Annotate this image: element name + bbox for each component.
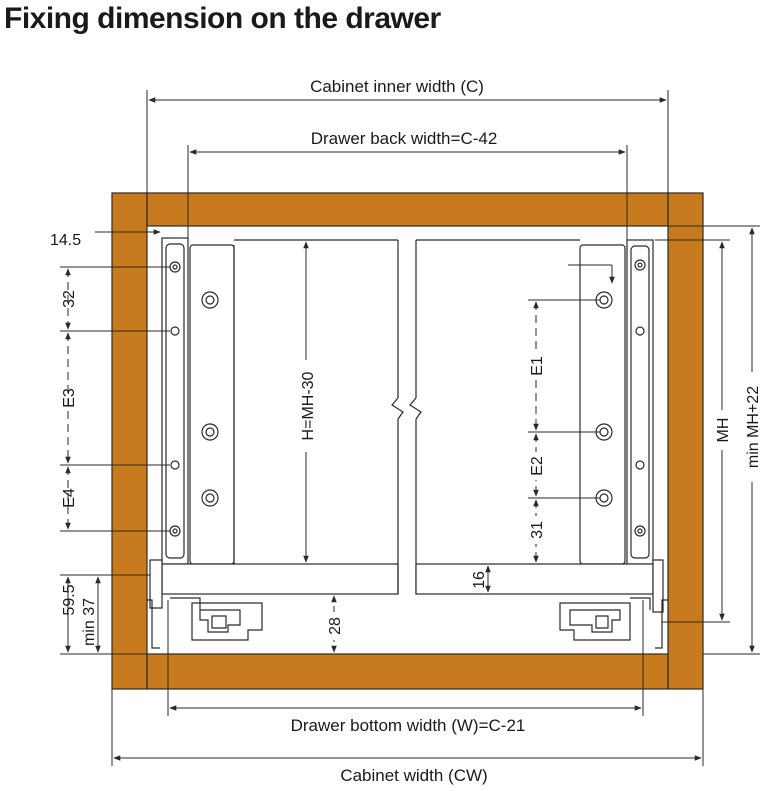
cabinet-bottom-panel (146, 653, 669, 690)
cabinet-top-panel (146, 192, 669, 227)
dim-mh: MH (715, 418, 732, 443)
cabinet-width-label: Cabinet width (CW) (340, 766, 487, 785)
dim-e4: E4 (61, 488, 78, 508)
mh-bg (710, 410, 734, 450)
d28-label-bg (324, 612, 344, 640)
right-runner-profile (559, 597, 651, 641)
dim-e2: E2 (529, 456, 546, 476)
drawer-back-width-label: Drawer back width=C-42 (311, 129, 498, 148)
drawer-back-panels (234, 239, 580, 594)
dim-59-5: 59.5 (61, 584, 78, 615)
left-runner-profile (170, 597, 263, 641)
dim-28: 28 (327, 617, 344, 635)
page-title: Fixing dimension on the drawer (4, 2, 441, 35)
dim-32: 32 (61, 290, 78, 308)
dim-e1: E1 (529, 356, 546, 376)
dim-h: H=MH-30 (300, 371, 317, 440)
h-label-bg (296, 360, 318, 452)
cabinet-left-wall (111, 192, 148, 690)
left-dimension-chain (60, 229, 170, 655)
dim-min-37: min 37 (81, 598, 98, 646)
cabinet-right-wall (667, 192, 704, 690)
d31-bg (527, 516, 545, 544)
cabinet-inner-width-label: Cabinet inner width (C) (310, 77, 484, 96)
bottom-dimensions (111, 600, 704, 766)
drawer-bottom-width-label: Drawer bottom width (W)=C-21 (291, 716, 526, 735)
left-drawer-side (147, 237, 399, 649)
dim-16: 16 (471, 571, 488, 589)
e2-bg (527, 452, 545, 480)
left-screw-holes (169, 261, 219, 537)
dim-14-5: 14.5 (50, 232, 81, 249)
e1-bg (527, 352, 545, 380)
dim-e3: E3 (61, 388, 78, 408)
min-mh-bg (740, 372, 764, 482)
dim-31: 31 (529, 521, 546, 539)
top-dimensions (146, 90, 669, 240)
right-screw-holes (595, 259, 646, 537)
cabinet-frame (111, 192, 704, 690)
right-drawer-side (415, 239, 668, 649)
dim-min-mh: min MH+22 (745, 386, 762, 468)
